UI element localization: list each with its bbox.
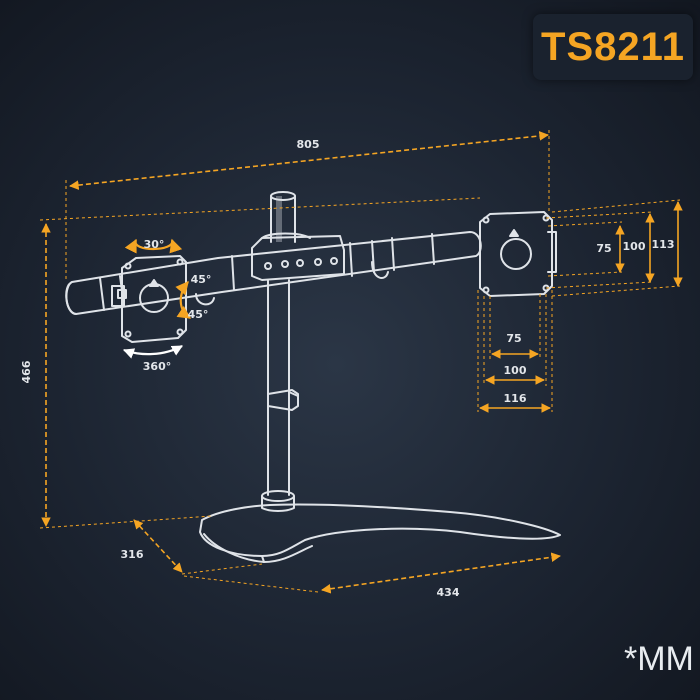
- model-badge: TS8211: [533, 14, 693, 80]
- label-vesa-v-75: 75: [596, 242, 611, 255]
- label-total-width: 805: [297, 138, 320, 151]
- label-tilt-top: 30°: [144, 238, 165, 251]
- label-plate-width: 116: [504, 392, 527, 405]
- label-total-height: 466: [20, 360, 33, 383]
- stand-base: [199, 503, 561, 563]
- right-vesa-plate: [479, 211, 557, 297]
- label-base-depth: 316: [121, 548, 144, 561]
- dimension-lines: [39, 130, 683, 594]
- tilt-side-arrow: [175, 280, 192, 319]
- label-tilt-side: 45°: [191, 273, 212, 286]
- label-base-width: 434: [437, 586, 460, 599]
- label-rotation: 360°: [143, 360, 171, 373]
- rotation-arrow: [122, 345, 183, 359]
- label-vesa-v-100: 100: [623, 240, 646, 253]
- stand-arm: [65, 231, 482, 315]
- dimension-labels: 805 466 316 434 75 100 113 75 100 116 30…: [20, 138, 674, 599]
- label-plate-height: 113: [652, 238, 675, 251]
- label-vesa-h-75: 75: [506, 332, 521, 345]
- unit-label: *MM: [624, 640, 694, 678]
- stand-drawing: [65, 191, 561, 563]
- label-tilt-side-2: 45°: [188, 308, 209, 321]
- tilt-top-arrow: [124, 238, 182, 254]
- stand-pole: [261, 191, 299, 512]
- adjustment-arrows: [122, 238, 192, 359]
- left-vesa-plate: [111, 255, 187, 343]
- label-vesa-h-100: 100: [504, 364, 527, 377]
- model-number: TS8211: [541, 24, 685, 69]
